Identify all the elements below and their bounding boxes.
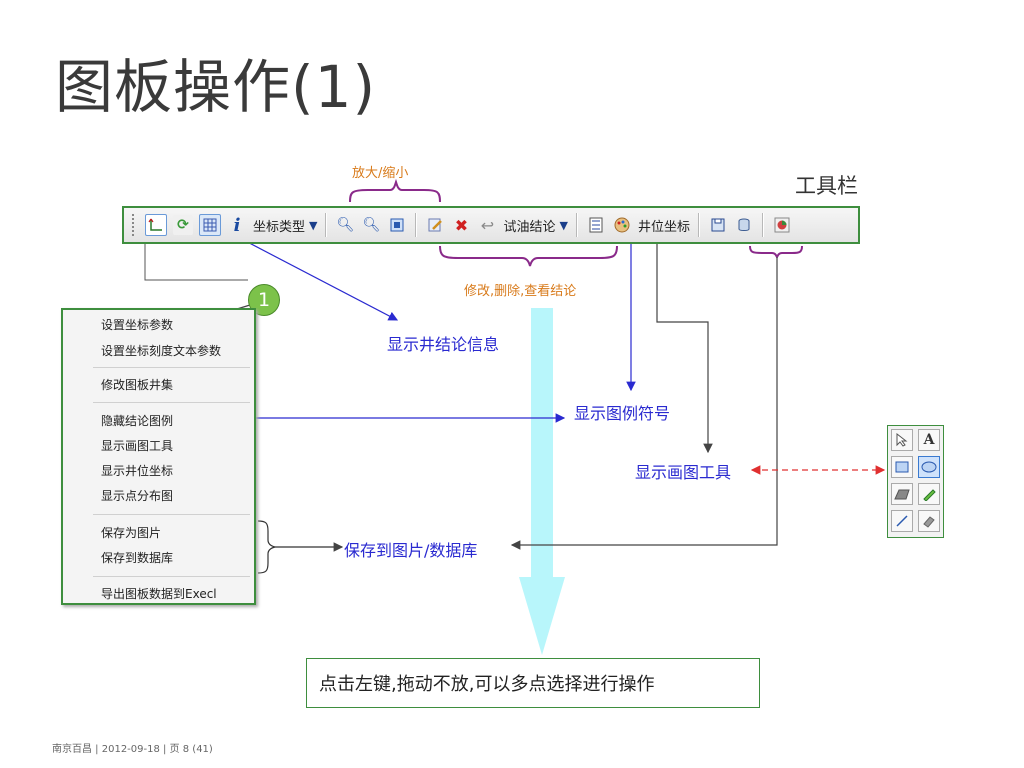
- save-brace: [749, 245, 803, 260]
- coord-type-dropdown[interactable]: 坐标类型 ▼: [253, 214, 317, 236]
- axis-connector: [144, 244, 248, 281]
- pointer-icon[interactable]: [891, 429, 913, 451]
- page-title: 图板操作(1): [55, 53, 377, 121]
- legend-icon[interactable]: [586, 215, 606, 235]
- chevron-down-icon: ▼: [309, 218, 318, 232]
- info-arrow: [231, 233, 399, 321]
- toolbar-divider: [575, 213, 578, 237]
- context-menu: 设置坐标参数 设置坐标刻度文本参数 修改图板井集 隐藏结论图例 显示画图工具 显…: [61, 308, 256, 605]
- annotation-save-to: 保存到图片/数据库: [344, 541, 478, 560]
- grid-icon[interactable]: [199, 214, 221, 236]
- menu-save-brace: [257, 520, 276, 574]
- toolbar-divider: [761, 213, 764, 237]
- oil-test-dropdown[interactable]: 试油结论 ▼: [503, 214, 567, 236]
- text-tool-icon[interactable]: A: [918, 429, 940, 451]
- drag-arrow: [519, 308, 565, 655]
- view-conclusion-icon[interactable]: ↩: [480, 215, 495, 235]
- chart-toolbar: ⟳ i 坐标类型 ▼ 🔍︎ 🔍︎ ✖ ↩ 试油结论 ▼ 井位坐标: [122, 206, 860, 244]
- coord-type-label: 坐标类型: [253, 219, 306, 235]
- axis-icon[interactable]: [145, 214, 167, 236]
- edit-icon[interactable]: [425, 215, 445, 235]
- menu-item-edit-well-set[interactable]: 修改图板井集: [101, 378, 174, 392]
- toolbar-caption: 工具栏: [795, 174, 858, 198]
- save-right-connector: [510, 257, 778, 550]
- zoom-out-icon[interactable]: 🔍︎: [362, 217, 381, 233]
- delete-icon[interactable]: ✖: [454, 215, 469, 235]
- zoom-fit-icon[interactable]: [387, 215, 407, 235]
- menu-item-save-database[interactable]: 保存到数据库: [101, 551, 174, 565]
- line-tool-icon[interactable]: [891, 510, 913, 532]
- save-database-icon[interactable]: [734, 215, 754, 235]
- rectangle-tool-icon[interactable]: [891, 456, 913, 478]
- save-image-icon[interactable]: [708, 215, 728, 235]
- menu-item-hide-legend[interactable]: 隐藏结论图例: [101, 414, 174, 428]
- chart-settings-icon[interactable]: [772, 215, 792, 235]
- drawing-tool-palette: A: [887, 425, 944, 538]
- annotation-show-draw-tools: 显示画图工具: [635, 463, 732, 482]
- zoom-in-icon[interactable]: 🔍︎: [336, 217, 355, 233]
- slide-footer: 南京百昌 | 2012-09-18 | 页 8 (41): [52, 744, 213, 755]
- well-coord-label[interactable]: 井位坐标: [637, 219, 690, 235]
- step-badge: 1: [248, 284, 280, 316]
- menu-item-show-well-coord[interactable]: 显示井位坐标: [101, 464, 174, 478]
- info-icon[interactable]: i: [233, 214, 241, 236]
- annotation-show-legend: 显示图例符号: [574, 404, 671, 423]
- zoom-caption: 放大/缩小: [352, 166, 409, 181]
- polygon-tool-icon[interactable]: [891, 483, 913, 505]
- menu-item-save-image[interactable]: 保存为图片: [101, 526, 162, 540]
- ellipse-tool-icon[interactable]: [918, 456, 940, 478]
- menu-item-export-excel[interactable]: 导出图板数据到Execl: [101, 587, 217, 601]
- eraser-tool-icon[interactable]: [918, 510, 940, 532]
- menu-item-show-draw-tools[interactable]: 显示画图工具: [101, 439, 174, 453]
- chevron-down-icon: ▼: [559, 218, 568, 232]
- toolbar-divider: [325, 213, 328, 237]
- palette-connector: [656, 236, 713, 454]
- edit-brace: [439, 245, 618, 267]
- edit-caption: 修改,删除,查看结论: [464, 284, 577, 299]
- refresh-icon[interactable]: ⟳: [173, 215, 193, 235]
- menu-divider: [93, 576, 250, 577]
- toolbar-divider: [415, 213, 418, 237]
- menu-item-show-point-distribution[interactable]: 显示点分布图: [101, 489, 174, 503]
- usage-hint: 点击左键,拖动不放,可以多点选择进行操作: [306, 658, 760, 708]
- oil-test-label: 试油结论: [503, 219, 556, 235]
- toolbar-grip[interactable]: [132, 214, 138, 236]
- toolbar-divider: [697, 213, 700, 237]
- palette-icon[interactable]: [612, 215, 632, 235]
- annotation-show-well-info: 显示井结论信息: [387, 335, 500, 354]
- menu-divider: [93, 367, 250, 368]
- menu-item-set-coord-params[interactable]: 设置坐标参数: [101, 318, 174, 332]
- zoom-brace: [349, 178, 441, 203]
- pencil-tool-icon[interactable]: [918, 483, 940, 505]
- menu-item-set-tick-text-params[interactable]: 设置坐标刻度文本参数: [101, 344, 222, 358]
- menu-divider: [93, 402, 250, 403]
- menu-divider: [93, 514, 250, 515]
